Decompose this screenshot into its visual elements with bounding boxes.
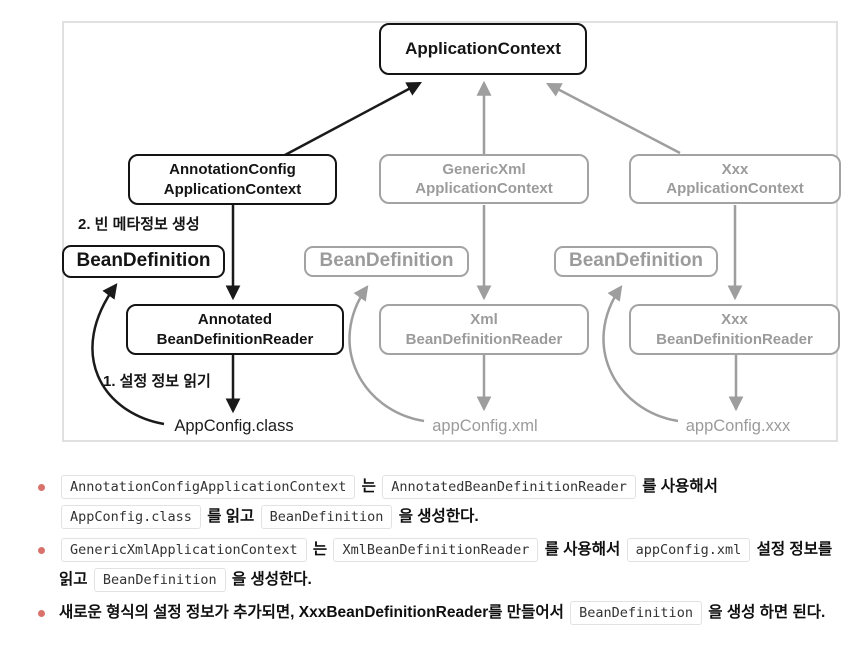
box-label: BeanDefinitionReader (156, 330, 314, 348)
box-label: Annotated (197, 311, 273, 329)
box-annotated-bean-definition-reader: Annotated BeanDefinitionReader (126, 304, 344, 355)
box-application-context: ApplicationContext (379, 23, 587, 75)
list-item: 새로운 형식의 설정 정보가 추가되면, XxxBeanDefinitionRe… (30, 598, 836, 628)
label-appconfig-class: AppConfig.class (174, 417, 294, 435)
bullet-text-run: 는 (357, 478, 381, 495)
arrows-layer (91, 80, 744, 426)
inline-code: AppConfig.class (61, 505, 201, 529)
arrow-annotationconfig-to-applicationcontext (284, 81, 422, 157)
box-label: BeanDefinitionReader (405, 330, 563, 348)
box-label: BeanDefinition (319, 250, 454, 272)
box-label: BeanDefinition (76, 250, 211, 272)
inline-code: XmlBeanDefinitionReader (333, 538, 539, 562)
box-xxx-application-context: Xxx ApplicationContext (629, 154, 841, 204)
label-step-1: 1. 설정 정보 읽기 (103, 373, 211, 390)
bullet-paragraph: 새로운 형식의 설정 정보가 추가되면, XxxBeanDefinitionRe… (59, 598, 825, 628)
box-label: BeanDefinitionReader (656, 330, 813, 348)
box-label: GenericXml (442, 160, 526, 178)
box-xxx-bean-definition-reader: Xxx BeanDefinitionReader (629, 304, 840, 355)
box-annotation-config-application-context: AnnotationConfig ApplicationContext (128, 154, 337, 205)
inline-code: AnnotatedBeanDefinitionReader (382, 475, 636, 499)
label-step-2: 2. 빈 메타정보 생성 (78, 216, 200, 233)
box-label: Xml (470, 311, 498, 329)
bullet-text-run: 를 읽고 (202, 508, 259, 525)
label-appconfig-xml: appConfig.xml (432, 417, 538, 435)
inline-code: AnnotationConfigApplicationContext (61, 475, 356, 499)
arrow-xxxcontext-to-applicationcontext (546, 82, 681, 155)
bullet-paragraph: AnnotationConfigApplicationContext 는 Ann… (59, 472, 836, 532)
arrow-appconfigxml-to-beandefinition (348, 285, 425, 423)
bullet-text-run: 를 사용해서 (637, 478, 718, 495)
box-xml-bean-definition-reader: Xml BeanDefinitionReader (379, 304, 589, 355)
bullet-marker-icon (38, 484, 45, 491)
bullet-text-run: 을 생성 하면 된다. (703, 604, 826, 621)
box-bean-definition-right: BeanDefinition (554, 246, 718, 277)
arrow-appconfigxxx-to-beandefinition (602, 285, 679, 423)
box-label: ApplicationContext (405, 39, 561, 59)
box-label: AnnotationConfig (169, 161, 296, 179)
bullet-list: AnnotationConfigApplicationContext 는 Ann… (30, 472, 836, 631)
bullet-marker-icon (38, 547, 45, 554)
box-label: ApplicationContext (415, 180, 553, 197)
box-label: Xxx (721, 311, 748, 329)
inline-code: BeanDefinition (93, 568, 226, 592)
bullet-text-run: 을 생성한다. (227, 571, 312, 588)
inline-code: appConfig.xml (626, 538, 751, 562)
box-bean-definition-left: BeanDefinition (62, 245, 225, 278)
inline-code: BeanDefinition (570, 601, 702, 625)
bullet-text-run: 을 생성한다. (394, 508, 479, 525)
architecture-diagram: ApplicationContext AnnotationConfig Appl… (62, 21, 841, 442)
bullet-paragraph: GenericXmlApplicationContext 는 XmlBeanDe… (59, 535, 836, 595)
box-label: ApplicationContext (163, 180, 302, 198)
inline-code: GenericXmlApplicationContext (61, 538, 307, 562)
list-item: AnnotationConfigApplicationContext 는 Ann… (30, 472, 836, 532)
label-appconfig-xxx: appConfig.xxx (685, 417, 791, 435)
bullet-text-run: 새로운 형식의 설정 정보가 추가되면, XxxBeanDefinitionRe… (59, 604, 569, 621)
box-label: BeanDefinition (568, 250, 704, 272)
bullet-text-run: 를 사용해서 (540, 541, 625, 558)
bullet-text-run: 설정 정보를 읽고 (59, 541, 833, 588)
bullet-marker-icon (38, 610, 45, 617)
bullet-text-run: 는 (308, 541, 332, 558)
inline-code: BeanDefinition (260, 505, 393, 529)
box-bean-definition-mid: BeanDefinition (304, 246, 469, 277)
box-label: ApplicationContext (666, 180, 804, 197)
box-label: Xxx (721, 160, 749, 178)
box-generic-xml-application-context: GenericXml ApplicationContext (379, 154, 589, 204)
arrow-appconfigclass-to-beandefinition (91, 283, 165, 426)
list-item: GenericXmlApplicationContext 는 XmlBeanDe… (30, 535, 836, 595)
